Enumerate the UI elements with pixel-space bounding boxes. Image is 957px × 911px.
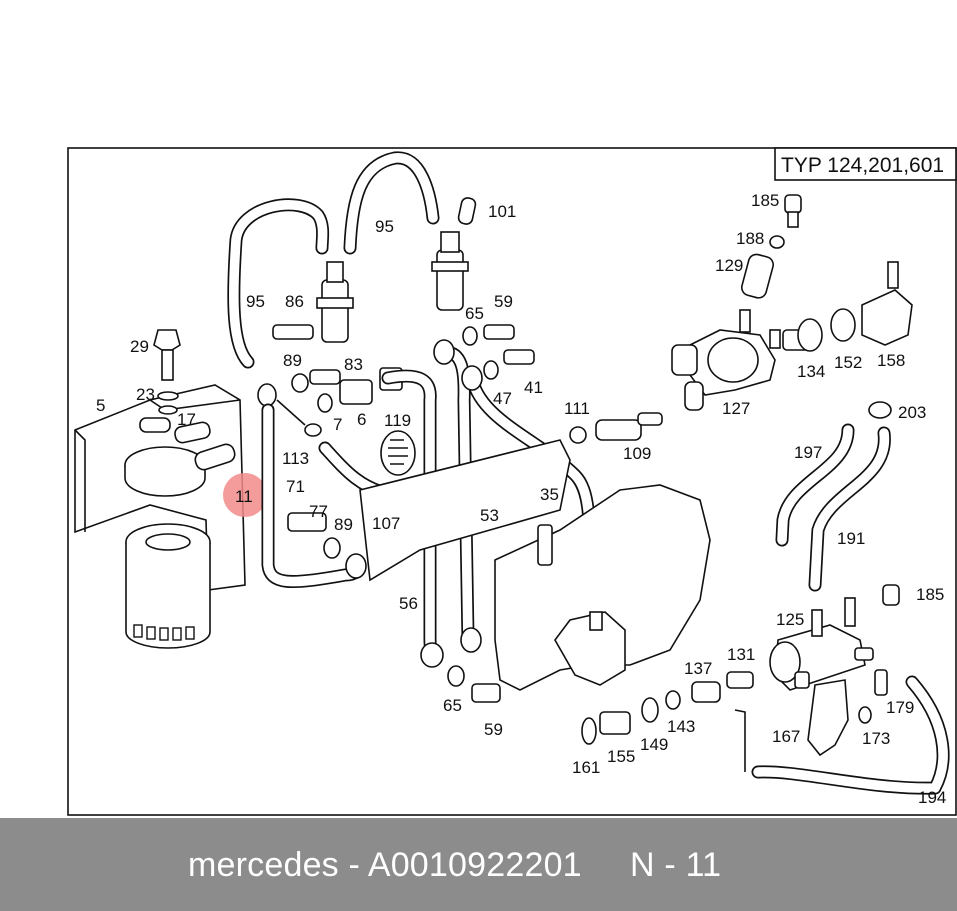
label-134: 134 xyxy=(797,362,825,381)
feed-pump xyxy=(671,309,781,411)
label-131: 131 xyxy=(727,645,755,664)
label-17: 17 xyxy=(177,410,196,429)
label-194: 194 xyxy=(918,788,946,807)
label-95-middle: 95 xyxy=(375,217,394,236)
fittings-center xyxy=(447,324,535,703)
part-labels: 5 29 23 17 11 95 86 89 83 7 6 113 71 77 … xyxy=(96,191,946,807)
label-149: 149 xyxy=(640,735,668,754)
label-109: 109 xyxy=(623,444,651,463)
label-119: 119 xyxy=(384,411,411,430)
label-71: 71 xyxy=(286,477,305,496)
label-161: 161 xyxy=(572,758,600,777)
label-107: 107 xyxy=(372,514,400,533)
label-95-left: 95 xyxy=(246,292,265,311)
label-173: 173 xyxy=(862,729,890,748)
label-188: 188 xyxy=(736,229,764,248)
label-203: 203 xyxy=(898,403,926,422)
injector-right xyxy=(431,197,477,311)
label-65-top: 65 xyxy=(465,304,484,323)
fittings-bottom xyxy=(581,671,754,745)
hose-95-left xyxy=(227,198,330,369)
label-29: 29 xyxy=(130,337,149,356)
injector-left xyxy=(316,261,354,343)
label-167: 167 xyxy=(772,727,800,746)
label-152: 152 xyxy=(834,353,862,372)
fuel-lines-center xyxy=(381,339,601,668)
fitting-77 xyxy=(287,512,341,559)
label-53: 53 xyxy=(480,506,499,525)
highlight-marker xyxy=(223,473,267,517)
label-89-top: 89 xyxy=(283,351,302,370)
label-89-bottom: 89 xyxy=(334,515,353,534)
label-179: 179 xyxy=(886,698,914,717)
fuel-system-diagram: TYP 124,201,601 xyxy=(67,147,957,816)
parts-134-152-158 xyxy=(782,261,913,352)
label-143: 143 xyxy=(667,717,695,736)
label-35: 35 xyxy=(540,485,559,504)
footer-text: mercedes - A0010922201 N - 11 xyxy=(188,846,722,884)
type-box xyxy=(774,147,957,181)
label-127: 127 xyxy=(722,399,750,418)
label-59-top: 59 xyxy=(494,292,513,311)
label-41: 41 xyxy=(524,378,543,397)
label-6: 6 xyxy=(357,410,366,429)
label-65-bottom: 65 xyxy=(443,696,462,715)
hoses-197-191 xyxy=(775,401,892,592)
part-119 xyxy=(380,430,416,476)
label-7: 7 xyxy=(333,415,342,434)
hose-194 xyxy=(734,675,950,795)
label-155: 155 xyxy=(607,747,635,766)
fuel-filter-assembly xyxy=(74,329,246,649)
part-number-footer: mercedes - A0010922201 N - 11 xyxy=(0,818,957,911)
label-129: 129 xyxy=(715,256,743,275)
label-5: 5 xyxy=(96,396,105,415)
label-77: 77 xyxy=(309,502,328,521)
label-197: 197 xyxy=(794,443,822,462)
label-137: 137 xyxy=(684,659,712,678)
label-101: 101 xyxy=(488,202,516,221)
label-23: 23 xyxy=(136,385,155,404)
label-113: 113 xyxy=(282,449,309,468)
hose-95-middle xyxy=(343,151,440,255)
label-111: 111 xyxy=(564,399,590,418)
label-83: 83 xyxy=(344,355,363,374)
label-56: 56 xyxy=(399,594,418,613)
label-158: 158 xyxy=(877,351,905,370)
type-label: TYP 124,201,601 xyxy=(781,154,944,177)
label-86: 86 xyxy=(285,292,304,311)
label-59-bottom: 59 xyxy=(484,720,503,739)
label-47: 47 xyxy=(493,389,512,408)
parts-185-188-129 xyxy=(740,194,802,299)
label-185-bottom: 185 xyxy=(916,585,944,604)
injection-pump xyxy=(359,439,711,691)
label-125: 125 xyxy=(776,610,804,629)
label-185-top: 185 xyxy=(751,191,779,210)
fittings-111-109 xyxy=(569,412,663,444)
label-191: 191 xyxy=(837,529,865,548)
filter-pump-125 xyxy=(769,584,900,757)
label-11: 11 xyxy=(235,487,253,506)
